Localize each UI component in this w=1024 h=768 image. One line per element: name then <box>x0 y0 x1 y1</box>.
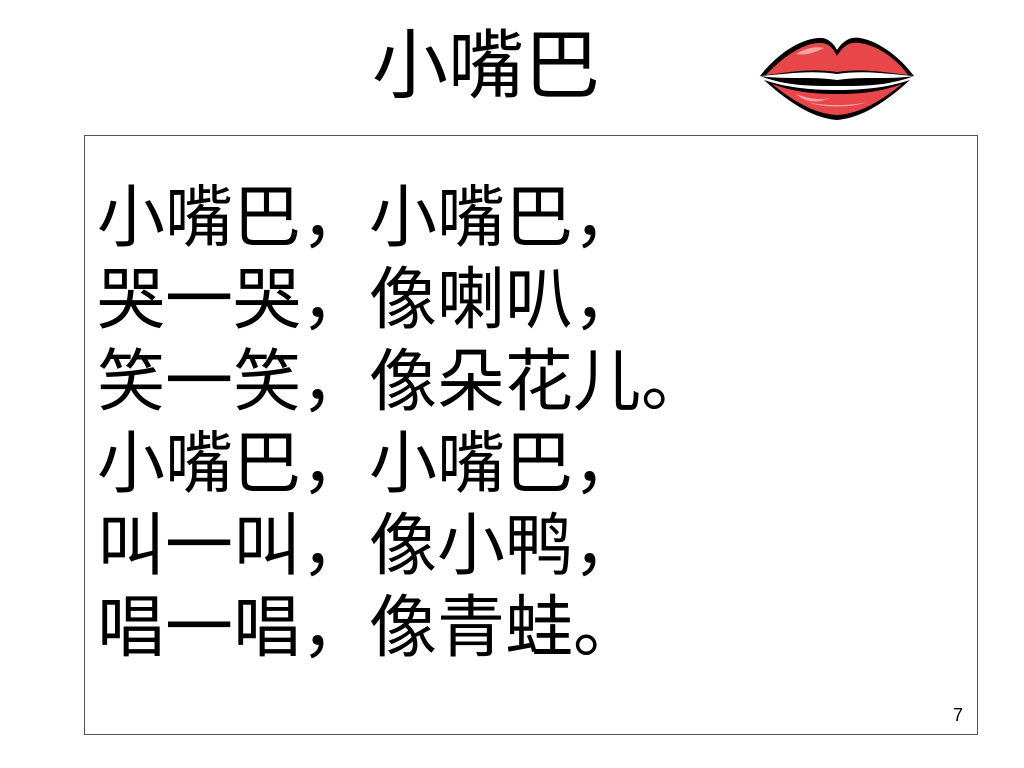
poem-box: 小嘴巴，小嘴巴， 哭一哭，像喇叭， 笑一笑，像朵花儿。 小嘴巴，小嘴巴， 叫一叫… <box>84 135 978 735</box>
poem-line: 哭一哭，像喇叭， <box>97 261 642 340</box>
poem-line: 小嘴巴，小嘴巴， <box>97 179 642 258</box>
poem-line: 叫一叫，像小鸭， <box>97 507 642 586</box>
poem-line: 小嘴巴，小嘴巴， <box>97 425 642 504</box>
poem-line: 唱一唱，像青蛙。 <box>97 589 642 668</box>
slide-title: 小嘴巴 <box>372 21 600 110</box>
poem-line: 笑一笑，像朵花儿。 <box>97 343 710 422</box>
poem-text: 小嘴巴，小嘴巴， 哭一哭，像喇叭， 笑一笑，像朵花儿。 小嘴巴，小嘴巴， 叫一叫… <box>97 178 709 670</box>
lips-icon <box>760 37 914 120</box>
page-number: 7 <box>952 705 963 725</box>
